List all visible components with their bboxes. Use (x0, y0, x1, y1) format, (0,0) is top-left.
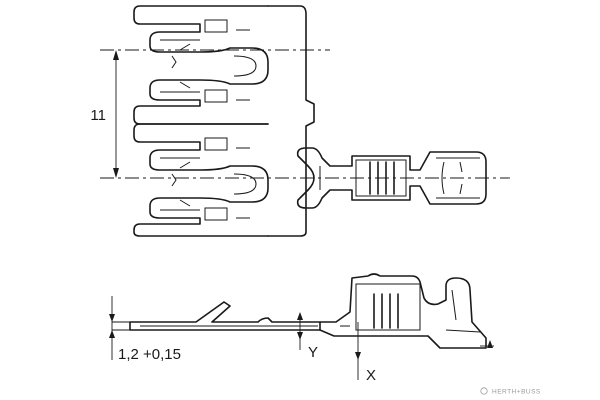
terminal-blank-lower (133, 123, 269, 237)
svg-text:HERTH+BUSS: HERTH+BUSS (492, 389, 541, 396)
carrier-strip-edge (267, 5, 315, 237)
watermark: HERTH+BUSS (480, 387, 541, 396)
ref-y-label: Y (308, 344, 318, 361)
receptacle-terminal-top (296, 147, 487, 209)
terminal-side-profile (319, 273, 487, 349)
top-view (100, 5, 510, 237)
thickness-dimension (109, 296, 196, 360)
carrier-strip-side (129, 301, 321, 331)
terminal-blank-upper (133, 5, 269, 125)
pitch-dimension (113, 50, 119, 178)
pitch-label: 11 (90, 107, 106, 124)
ref-x-label: X (366, 367, 376, 384)
side-view (109, 273, 494, 380)
thickness-label: 1,2 +0,15 (118, 346, 181, 363)
watermark-logo-icon (480, 387, 488, 395)
